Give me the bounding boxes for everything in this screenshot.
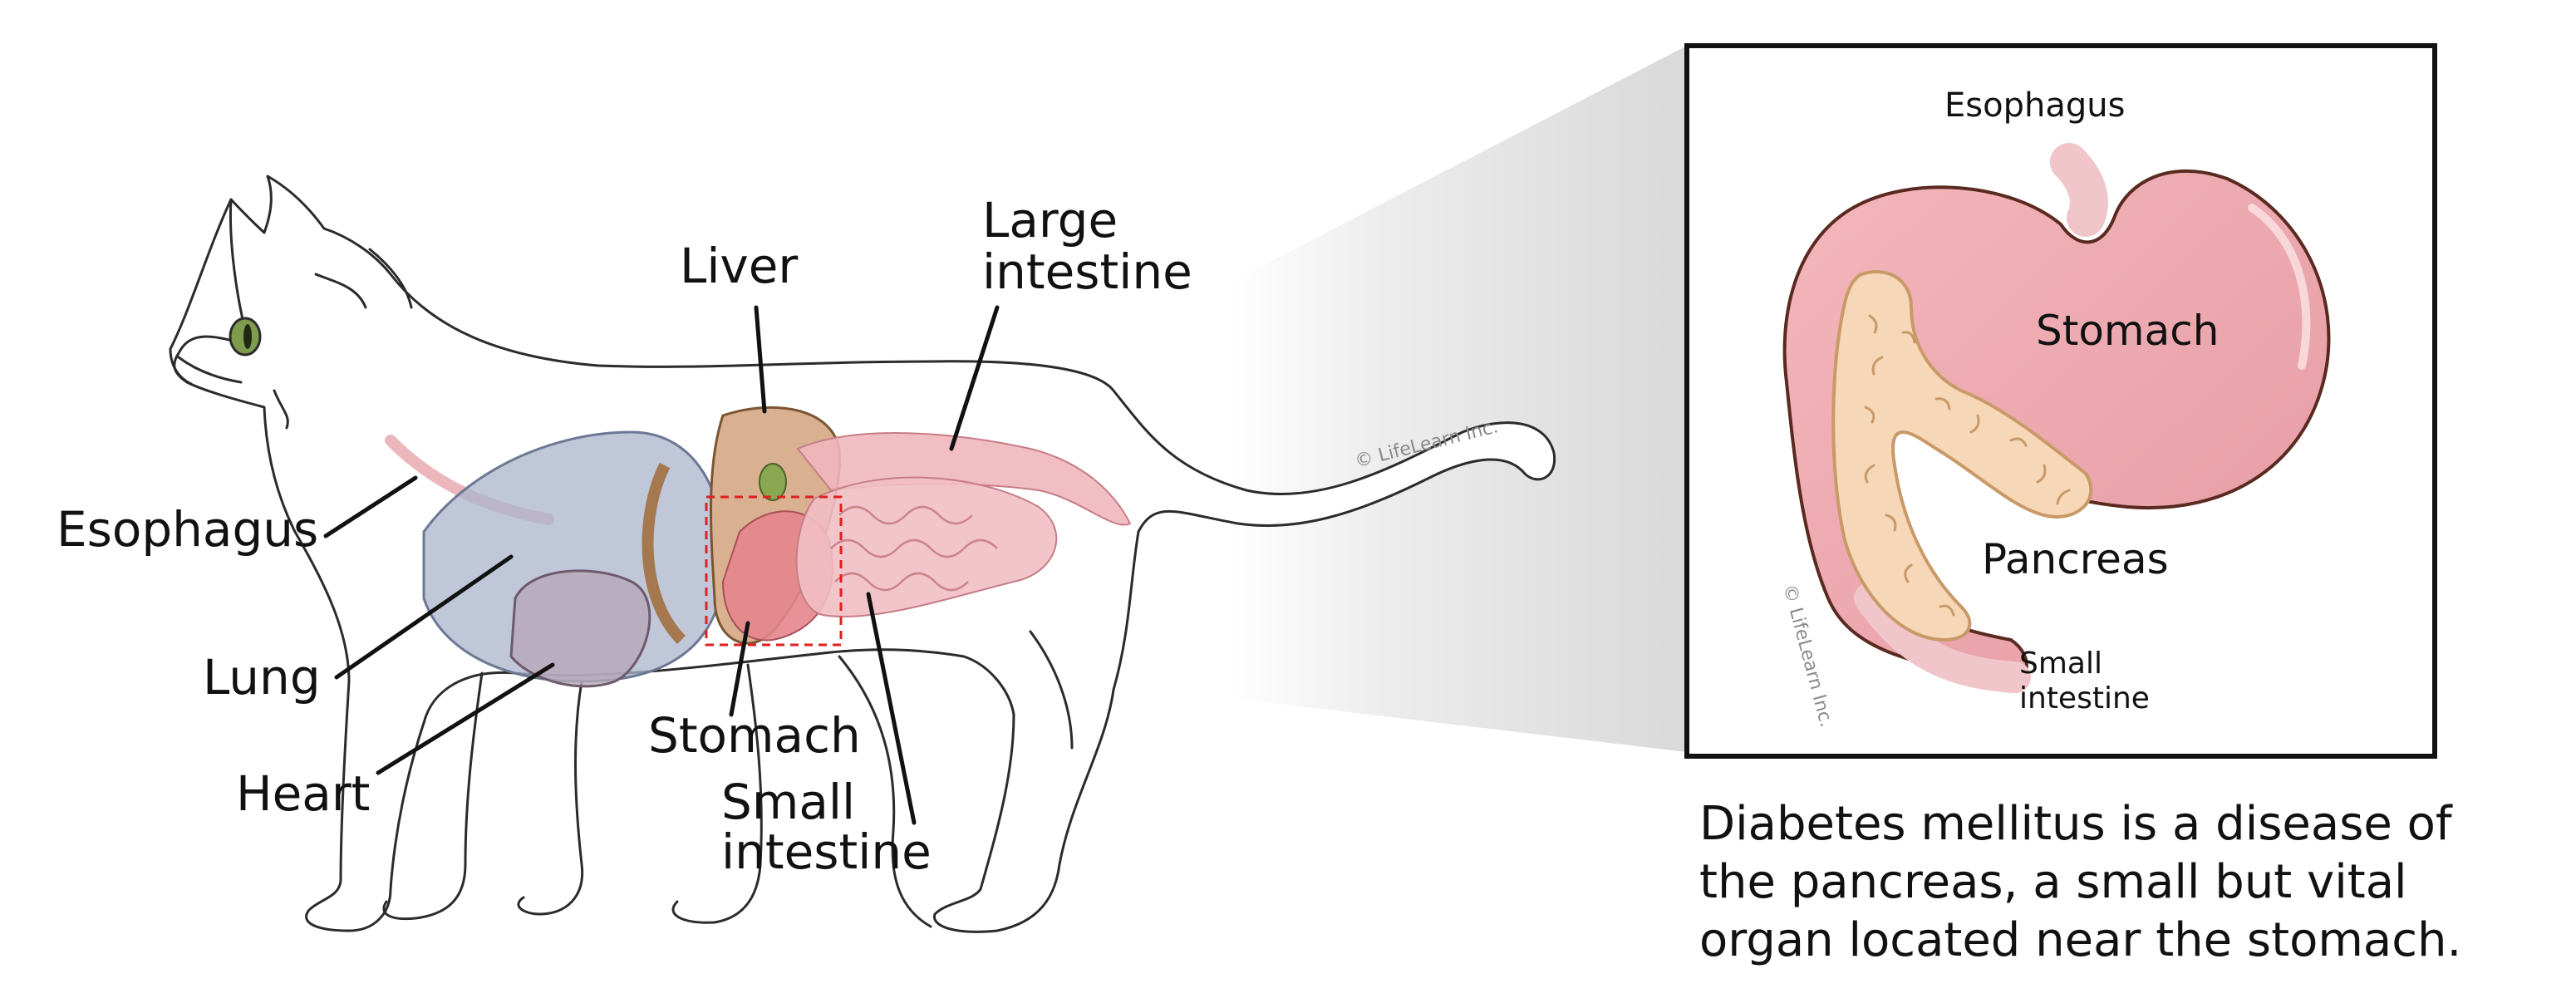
- label-heart: Heart: [236, 765, 370, 822]
- inset-label-esophagus: Esophagus: [1944, 86, 2125, 125]
- label-large-intestine-1: Large: [982, 192, 1118, 248]
- small-intestine-shape: [795, 476, 1058, 617]
- label-esophagus: Esophagus: [57, 501, 318, 558]
- label-small-intestine-2: intestine: [721, 824, 932, 880]
- label-lung: Lung: [203, 649, 321, 706]
- leader-lines: [323, 305, 1000, 825]
- cat-organs: [385, 406, 1132, 688]
- inset-esophagus-shape: [2050, 143, 2108, 237]
- inset-label-pancreas: Pancreas: [1982, 535, 2169, 583]
- label-liver: Liver: [680, 238, 798, 294]
- label-stomach: Stomach: [648, 707, 861, 764]
- label-small-intestine-1: Small: [721, 774, 855, 830]
- label-large-intestine-2: intestine: [982, 243, 1192, 300]
- inset-pancreas-shape: [1831, 269, 2093, 642]
- caption-line-2: the pancreas, a small but vital: [1699, 855, 2407, 909]
- inset-label-small-intestine-2: intestine: [2019, 681, 2150, 715]
- inset-small-intestine-shape: [1854, 583, 2031, 693]
- zoom-beam-icon: [1230, 46, 1687, 752]
- caption-line-1: Diabetes mellitus is a disease of: [1699, 797, 2453, 851]
- inset-panel: © LifeLearn Inc.: [1684, 43, 2437, 759]
- heart-shape: [509, 569, 651, 688]
- inset-label-small-intestine-1: Small: [2019, 647, 2102, 681]
- inset-label-stomach: Stomach: [2036, 307, 2219, 355]
- caption-line-3: organ located near the stomach.: [1699, 913, 2461, 967]
